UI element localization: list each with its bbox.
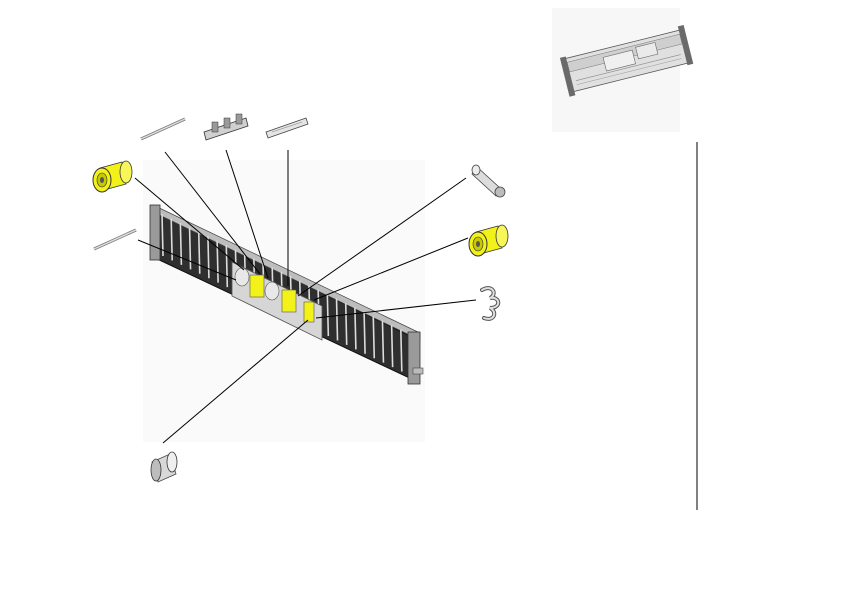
thin-shaft-upper: [140, 117, 186, 141]
rail-strip: [265, 117, 309, 139]
frame-rib: [372, 316, 376, 359]
leader-line: [134, 177, 245, 271]
frame-rib: [188, 227, 192, 270]
frame-rib: [207, 236, 210, 279]
frame-rib: [344, 302, 348, 345]
frame-rib: [179, 222, 183, 265]
leader-line: [225, 149, 269, 279]
frame-rib: [335, 298, 339, 341]
frame-rib: [390, 325, 394, 368]
leader-line: [315, 299, 477, 319]
spring-clip: [480, 286, 501, 321]
frame-rib: [326, 293, 330, 337]
leader-line: [162, 319, 309, 444]
frame-rib: [400, 329, 403, 372]
sleeve-tube: [471, 164, 506, 198]
reference-assembly-thumbnail: [552, 8, 694, 132]
frame-rib: [225, 245, 229, 288]
bushing: [150, 451, 178, 483]
leader-lines: [134, 149, 477, 444]
frame-rib: [354, 307, 357, 350]
yellow-roller-right: [468, 224, 509, 257]
leader-line: [164, 151, 261, 275]
frame-rib: [161, 213, 164, 257]
leader-line: [313, 237, 469, 301]
bracket-clip: [203, 113, 249, 141]
frame-rib: [363, 311, 366, 354]
leader-line: [137, 239, 237, 281]
yellow-roller-left: [92, 160, 133, 193]
ribbed-guide-frame: [149, 204, 424, 385]
frame-rib: [197, 231, 201, 274]
thin-shaft-lower: [93, 228, 137, 251]
leader-line: [297, 177, 467, 297]
frame-rib: [381, 320, 385, 363]
